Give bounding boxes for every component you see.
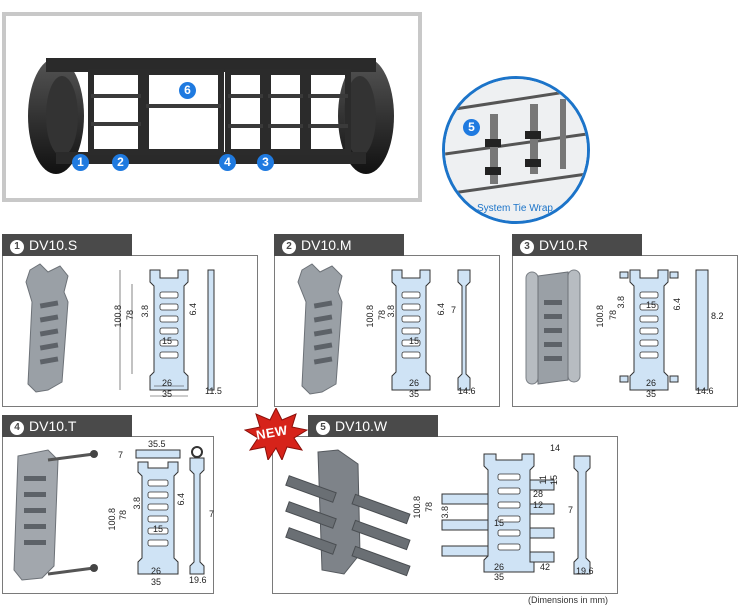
tab-dv10-t: 4 DV10.T (2, 415, 132, 437)
tab-number: 1 (10, 240, 24, 254)
dim-top: 14 (550, 443, 561, 453)
badge-6: 6 (179, 82, 196, 99)
dv10-m-photo (297, 263, 343, 395)
dv10-s-drawing (119, 269, 215, 397)
dim-height-outer: 100.8 (113, 305, 123, 328)
dv10-m-drawing (391, 269, 471, 391)
dim-pitch: 3.8 (386, 305, 396, 318)
dim-width-ext: 42 (540, 562, 551, 572)
dim-28: 28 (533, 489, 544, 499)
dim-height-inner: 78 (125, 310, 135, 321)
dim-width-inner: 26 (151, 566, 162, 576)
dim-height-inner: 78 (424, 502, 434, 513)
tab-title: DV10.M (301, 237, 352, 253)
tab-number: 4 (10, 421, 24, 435)
dim-rib: 6.4 (188, 303, 198, 316)
dim-gap: 8.2 (711, 311, 724, 321)
dim-gap: 7 (209, 509, 215, 519)
tab-number: 5 (316, 421, 330, 435)
tab-title: DV10.S (29, 237, 78, 253)
dv10-r-photo (525, 269, 581, 385)
hero-image-frame: 1 2 4 3 6 (2, 12, 422, 202)
tie-wrap-illustration (445, 79, 587, 221)
tab-number: 2 (282, 240, 296, 254)
dim-width-inner: 26 (494, 562, 505, 572)
dim-11: 11 (538, 475, 548, 485)
tab-number: 3 (520, 240, 534, 254)
dim-pitch: 3.8 (140, 305, 150, 318)
dim-gap: 7 (568, 505, 574, 515)
dim-width-outer: 35 (162, 389, 173, 399)
dim-pitch: 3.8 (132, 497, 142, 510)
dim-pitch: 3.8 (440, 506, 450, 519)
dim-top: 35.5 (148, 439, 166, 449)
dim-side: 14.6 (696, 386, 714, 396)
dim-center: 15 (162, 336, 173, 346)
tie-wrap-detail: 5 System Tie Wrap (442, 76, 590, 224)
dimensions-footnote: (Dimensions in mm) (528, 595, 609, 605)
dim-width-inner: 26 (162, 378, 173, 388)
chain-assembly-illustration (28, 58, 394, 174)
dim-height-outer: 100.8 (365, 305, 375, 328)
dim-height-outer: 100.8 (595, 305, 605, 328)
dim-height-inner: 78 (118, 510, 128, 521)
tab-title: DV10.T (29, 418, 77, 434)
dim-width-outer: 35 (151, 577, 162, 587)
dim-side: 14.6 (458, 386, 476, 396)
dv10-r-drawing (619, 269, 709, 391)
dv10-w-drawing (441, 453, 591, 575)
dim-width-inner: 26 (646, 378, 657, 388)
dim-height-outer: 100.8 (412, 496, 422, 519)
dim-side: 19.6 (576, 566, 594, 576)
badge-5: 5 (463, 119, 480, 136)
dv10-w-photo (285, 449, 411, 577)
badge-2: 2 (112, 154, 129, 171)
dim-height-inner: 78 (608, 310, 618, 321)
tab-dv10-s: 1 DV10.S (2, 234, 132, 256)
dv10-t-drawing (135, 446, 205, 575)
dim-center: 15 (494, 518, 505, 528)
dim-rib: 6.4 (436, 303, 446, 316)
tab-title: DV10.W (335, 418, 388, 434)
new-burst (244, 408, 308, 460)
dim-side: 19.6 (189, 575, 207, 585)
tab-title: DV10.R (539, 237, 589, 253)
badge-3: 3 (257, 154, 274, 171)
dim-gap: 7 (451, 305, 457, 315)
dim-pitch: 3.8 (616, 296, 626, 309)
dv10-t-photo (13, 449, 98, 581)
dim-seven-top: 7 (118, 450, 124, 460)
tab-dv10-m: 2 DV10.M (274, 234, 404, 256)
tie-wrap-label: System Tie Wrap (477, 203, 553, 214)
badge-4: 4 (219, 154, 236, 171)
dim-height-outer: 100.8 (107, 508, 117, 531)
dim-side: 11.5 (205, 386, 222, 396)
dim-width-outer: 35 (494, 572, 505, 582)
dim-rib: 6.4 (176, 493, 186, 506)
dim-width-outer: 35 (646, 389, 657, 399)
dim-rib: 6.4 (672, 298, 682, 311)
badge-1: 1 (72, 154, 89, 171)
tab-dv10-w: 5 DV10.W (308, 415, 438, 437)
dim-15: 15 (549, 475, 559, 486)
dim-center: 15 (409, 336, 420, 346)
dim-center: 15 (153, 524, 164, 534)
dim-12: 12 (533, 500, 544, 510)
dim-center: 15 (646, 300, 657, 310)
tab-dv10-r: 3 DV10.R (512, 234, 642, 256)
dim-width-outer: 35 (409, 389, 420, 399)
dim-width-inner: 26 (409, 378, 420, 388)
dv10-s-photo (25, 263, 69, 393)
